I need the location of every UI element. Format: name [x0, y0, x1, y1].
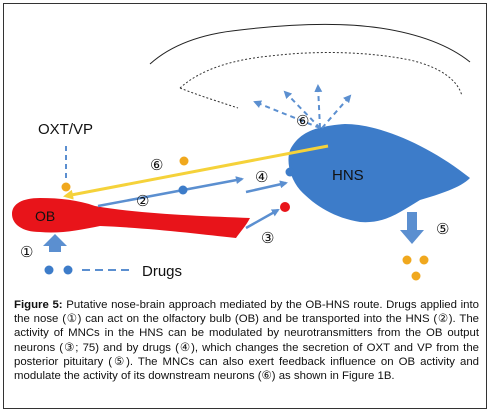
drugs-dot-1 [44, 265, 54, 275]
secretion-arrow [400, 212, 424, 244]
ob-shape [12, 198, 250, 238]
oxt-dot-mid [179, 156, 189, 166]
arrow-2 [97, 176, 244, 208]
drugs-label: Drugs [142, 263, 182, 280]
drug-dot-arrow4 [285, 167, 295, 177]
marker-6-left: ⑥ [150, 157, 163, 174]
marker-5: ⑤ [436, 221, 449, 238]
drugs-dot-2 [63, 265, 73, 275]
brain-inner-outline [179, 52, 463, 109]
feedback-arrows [253, 84, 352, 129]
figure-caption: Figure 5: Putative nose-brain approach m… [14, 298, 479, 406]
caption-text: Putative nose-brain approach mediated by… [14, 299, 479, 383]
secretion-dot-2 [419, 255, 429, 265]
marker-6-top: ⑥ [296, 113, 309, 130]
hns-shape [288, 124, 470, 223]
arrow-4 [245, 180, 288, 194]
marker-4: ④ [255, 169, 268, 186]
nasal-entry-arrow [43, 234, 67, 252]
arrow-3 [245, 208, 280, 230]
yellow-feedback-arrow [63, 144, 329, 200]
ob-hns-diagram: HNS ⑥ OB OXT/VP ① Drugs ② ③ ④ ⑥ ⑤ [12, 23, 471, 281]
marker-1: ① [20, 244, 33, 261]
secretion-dot-3 [411, 271, 421, 281]
marker-3: ③ [261, 230, 274, 247]
brain-outline [149, 23, 471, 65]
transmitter-dot [280, 202, 290, 212]
oxt-vp-label: OXT/VP [38, 121, 93, 138]
marker-2: ② [136, 193, 149, 210]
hns-label: HNS [332, 167, 364, 184]
caption-label: Figure 5: [14, 299, 63, 311]
secretion-dot-1 [402, 255, 412, 265]
ob-label: OB [35, 208, 55, 224]
oxt-dot-left [61, 182, 71, 192]
drug-dot-arrow2 [178, 185, 188, 195]
